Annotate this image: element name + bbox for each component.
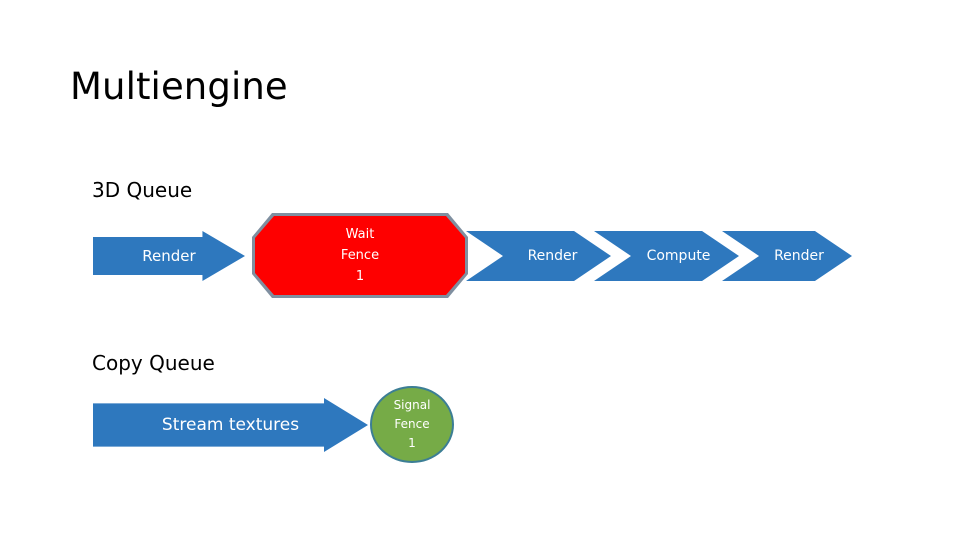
render-chevron-2[interactable]: Render [466, 231, 611, 281]
render-arrow-1-label: Render [142, 247, 196, 265]
chevron-group: Render Compute Render [466, 231, 852, 281]
compute-chevron-label: Compute [646, 248, 711, 264]
signal-fence-line-2: Fence [394, 417, 430, 431]
stream-textures-label: Stream textures [161, 415, 300, 435]
render-chevron-2-label: Render [527, 248, 578, 264]
page-title: Multiengine [70, 65, 288, 108]
queue-label-3d: 3D Queue [92, 178, 193, 202]
signal-fence-line-1: Signal [393, 398, 431, 412]
signal-fence-circle[interactable]: Signal Fence 1 [370, 386, 454, 463]
stream-textures-arrow[interactable]: Stream textures [93, 398, 368, 452]
wait-fence-octagon-fill [255, 216, 465, 295]
compute-chevron[interactable]: Compute [594, 231, 739, 281]
queue-label-copy: Copy Queue [92, 351, 215, 375]
render-chevron-3-text: Render [722, 231, 852, 281]
wait-fence-octagon[interactable]: Wait Fence 1 [252, 213, 468, 298]
render-chevron-3-label: Render [774, 248, 824, 264]
signal-fence-line-3: 1 [408, 436, 416, 450]
render-arrow-1-text: Render [93, 231, 245, 281]
render-chevron-3[interactable]: Render [722, 231, 852, 281]
signal-fence-circle-text: Signal Fence 1 [372, 388, 452, 461]
render-arrow-1[interactable]: Render [93, 231, 245, 281]
stream-textures-arrow-text: Stream textures [93, 398, 368, 452]
